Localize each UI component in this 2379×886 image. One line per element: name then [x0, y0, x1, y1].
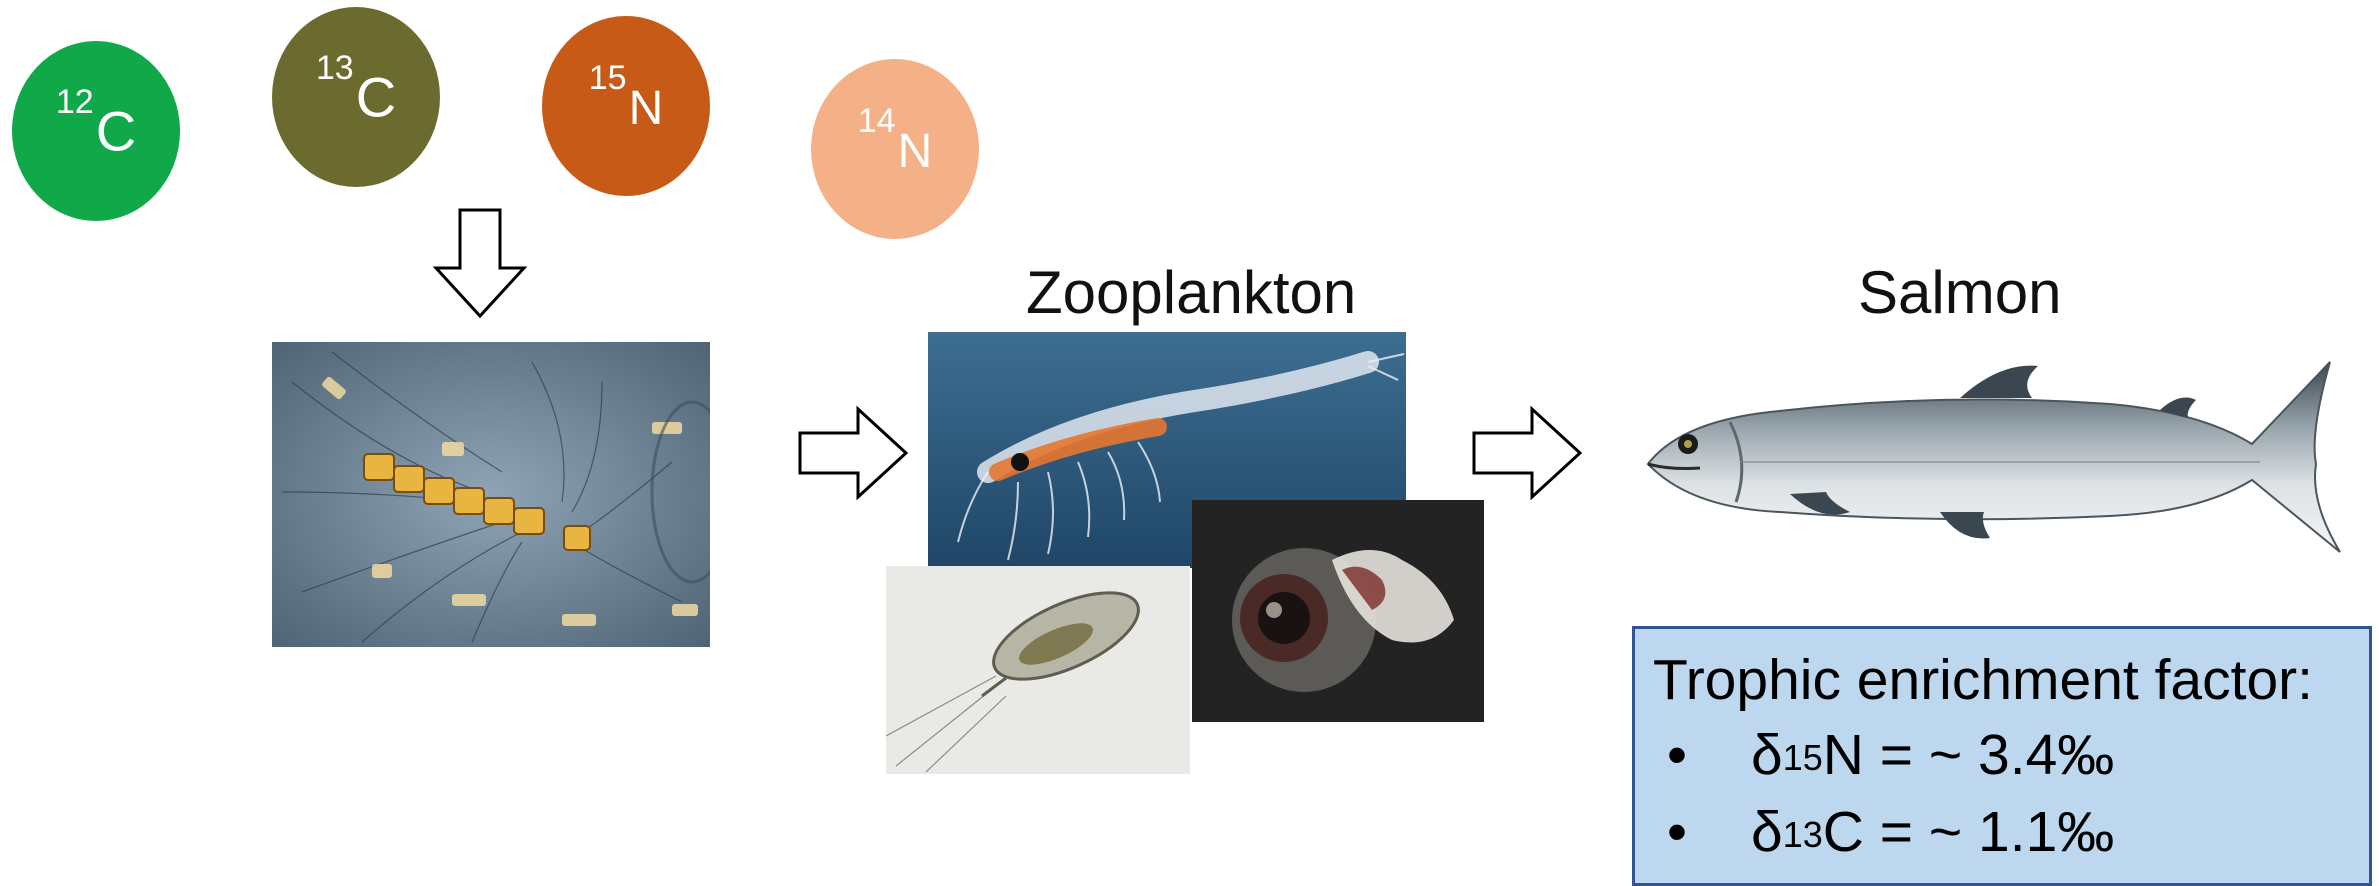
right-arrow-icon — [798, 405, 910, 501]
salmon-image — [1640, 352, 2350, 564]
isotope-12c: 12C — [12, 41, 180, 221]
copepod-image — [886, 566, 1190, 774]
isotope-mass: 13 — [1783, 811, 1823, 860]
delta-symbol: δ — [1751, 717, 1783, 794]
isotope-mass: 15 — [1783, 734, 1823, 783]
right-arrow-icon — [1472, 405, 1584, 501]
trophic-enrichment-box: Trophic enrichment factor: • δ15N = ~ 3.… — [1632, 626, 2372, 886]
delta-symbol: δ — [1751, 794, 1783, 871]
isotope-13c: 13C — [272, 7, 440, 187]
enrichment-row-carbon: • δ13C = ~ 1.1‰ — [1653, 794, 2351, 871]
enrichment-value: = ~ 3.4‰ — [1864, 717, 2114, 794]
zooplankton-label: Zooplankton — [1026, 258, 1356, 327]
salmon-label: Salmon — [1858, 258, 2061, 327]
isotope-15n: 15N — [542, 16, 710, 196]
enrichment-value: = ~ 1.1‰ — [1864, 794, 2114, 871]
down-arrow-icon — [432, 208, 528, 320]
isotope-14n: 14N — [811, 59, 979, 239]
bullet: • — [1653, 717, 1751, 794]
phytoplankton-image — [272, 342, 710, 647]
isotope-element: N — [1823, 717, 1864, 794]
info-title: Trophic enrichment factor: — [1653, 643, 2351, 717]
enrichment-row-nitrogen: • δ15N = ~ 3.4‰ — [1653, 717, 2351, 794]
isotope-element: C — [1823, 794, 1864, 871]
pteropod-image — [1192, 500, 1484, 722]
bullet: • — [1653, 794, 1751, 871]
